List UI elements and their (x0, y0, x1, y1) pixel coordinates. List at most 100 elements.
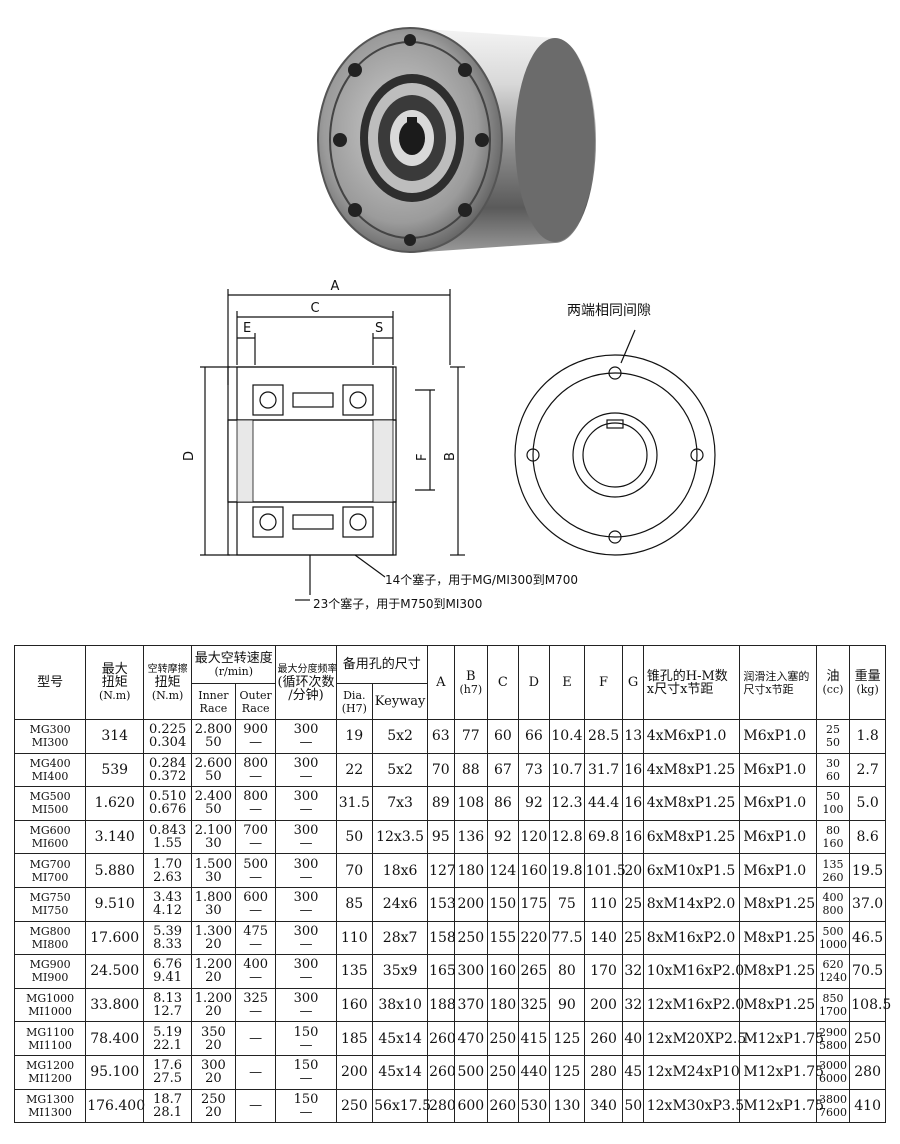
header-max-freq: 最大分度频率(循环次数/分钟) (275, 645, 337, 720)
cell-torque: 17.600 (85, 920, 145, 956)
cell-lube: M12xP1.75 (739, 1021, 824, 1056)
cell-model-line: MI500 (31, 803, 69, 817)
cell-freq: 300— (275, 719, 337, 754)
plug-note-2: 23个塞子，用于M750到MI300 (313, 596, 482, 611)
cell-e: 125 (549, 1021, 585, 1056)
cell-oil-line: 1240 (818, 971, 847, 985)
cell-outer: — (234, 1088, 277, 1124)
cell-e: 19.8 (549, 853, 585, 888)
cell-oil-line: 7600 (818, 1105, 847, 1119)
cell-freq-line: — (299, 903, 313, 919)
cell-oil-line: 2900 (818, 1025, 847, 1039)
cell-taper: 12xM20XP2.5 (642, 1021, 746, 1056)
cell-oil-line: 3000 (818, 1059, 847, 1073)
cell-a: 188 (427, 987, 456, 1023)
header-bore: 备用孔的尺寸 (335, 645, 429, 684)
cell-g: 16 (622, 786, 644, 821)
cell-freq-line: — (299, 802, 313, 818)
cell-outer-line: — (249, 903, 263, 919)
cell-freq-line: — (299, 1104, 313, 1120)
cell-freq: 300— (275, 920, 337, 956)
cell-outer-line: 600 (243, 890, 269, 906)
cell-keyway: 24x6 (372, 886, 429, 922)
cell-oil-line: 80 (825, 824, 840, 838)
cell-keyway: 56x17.5 (372, 1088, 431, 1124)
cell-weight: 5.0 (849, 786, 886, 821)
cell-lube: M6xP1.0 (739, 819, 817, 855)
cell-b: 250 (453, 920, 489, 956)
cell-dia: 70 (335, 853, 374, 888)
cell-freq: 150— (275, 1054, 337, 1090)
cell-outer-line: 400 (243, 957, 269, 973)
cell-torque: 95.100 (85, 1054, 145, 1090)
cell-a: 260 (427, 1054, 456, 1090)
cell-freq: 150— (275, 1021, 337, 1056)
cell-g: 40 (622, 1021, 644, 1056)
cell-weight: 19.5 (849, 853, 886, 888)
cell-f: 200 (583, 987, 624, 1023)
header-d: D (517, 645, 551, 720)
cell-weight: 46.5 (849, 920, 886, 956)
cell-e: 125 (549, 1054, 585, 1090)
cell-freq: 150— (275, 1088, 337, 1124)
cell-weight: 37.0 (849, 886, 886, 922)
cell-dia: 110 (335, 920, 374, 956)
cell-outer: 800— (234, 752, 277, 788)
cell-dia: 19 (335, 719, 374, 754)
cell-freq: 300— (275, 786, 337, 821)
cell-dia: 250 (335, 1088, 374, 1124)
cell-taper: 12xM30xP3.5 (642, 1088, 744, 1124)
cell-g: 13 (622, 719, 644, 754)
header-weight: 重量(kg) (849, 645, 886, 720)
cell-freq-line: 300 (293, 991, 319, 1007)
cell-torque: 539 (85, 752, 145, 788)
cell-outer: 600— (234, 886, 277, 922)
cell-lube: M6xP1.0 (739, 719, 817, 754)
cell-dia: 22 (335, 752, 374, 788)
cell-g: 50 (622, 1088, 644, 1124)
cell-c: 250 (487, 1054, 519, 1090)
cell-oil-line: 400 (822, 891, 844, 905)
cell-g: 25 (622, 920, 644, 956)
cell-model-line: MG1100 (26, 1025, 75, 1039)
cell-c: 60 (487, 719, 519, 754)
cell-f: 28.5 (583, 719, 624, 754)
cell-idle-line: 9.41 (153, 970, 183, 986)
cell-freq: 300— (275, 987, 337, 1023)
cell-dia: 31.5 (335, 786, 374, 821)
cell-keyway: 18x6 (372, 853, 429, 888)
cell-oil-line: 60 (825, 769, 840, 783)
cell-freq-line: — (299, 768, 313, 784)
cell-weight: 410 (849, 1088, 886, 1124)
header-lube: 润滑注入塞的尺寸x节距 (739, 645, 817, 720)
cell-freq-line: — (299, 1071, 313, 1087)
cell-freq-line: 300 (293, 890, 319, 906)
cell-model-line: MI1100 (28, 1038, 72, 1052)
cell-model-line: MG300 (29, 723, 71, 737)
cell-idle-line: 22.1 (153, 1037, 183, 1053)
cell-keyway: 35x9 (372, 954, 429, 989)
cell-b: 88 (453, 752, 489, 788)
cell-idle-line: 27.5 (153, 1071, 183, 1087)
cell-lube: M8xP1.25 (739, 954, 817, 989)
cell-oil-line: 620 (822, 958, 844, 972)
cell-inner-line: 20 (205, 936, 222, 952)
cell-a: 158 (427, 920, 456, 956)
cell-b: 300 (453, 954, 489, 989)
cell-e: 10.4 (549, 719, 585, 754)
cell-freq-line: — (299, 1037, 313, 1053)
cell-outer-line: — (249, 768, 263, 784)
cell-freq-line: 150 (293, 1058, 319, 1074)
